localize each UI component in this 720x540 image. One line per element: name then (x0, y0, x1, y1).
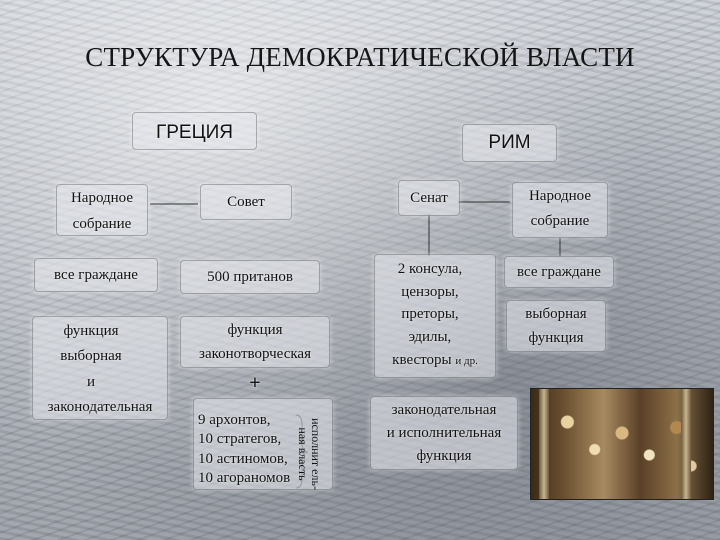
rome-magistrates-line5: квесторы и др. (374, 349, 496, 372)
greece-officials-line4: 10 агораномов (198, 468, 308, 488)
rome-magistrates-line1: 2 консула, (374, 258, 486, 280)
greece-council-function-line2: законотворческая (180, 343, 330, 365)
greece-officials-line3: 10 астиномов, (198, 449, 308, 469)
greece-assembly-function-line1: функция (32, 320, 150, 342)
rome-assembly-function-line2: функция (506, 327, 606, 349)
plus-sign: + (240, 372, 270, 394)
greece-assembly-function-line3: и (32, 371, 150, 393)
rome-function-line2: и исполнительная (370, 422, 518, 444)
painting-column (681, 389, 691, 499)
painting-column (539, 389, 549, 499)
greece-assembly-function-line2: выборная (32, 345, 150, 367)
rome-function-line1: законодательная (370, 399, 518, 421)
rome-assembly-members: все граждане (500, 261, 618, 283)
greece-exec-label-line1: исполнит ель- (309, 408, 322, 500)
rome-magistrates-line4: эдилы, (374, 326, 486, 348)
page-title: СТРУКТУРА ДЕМОКРАТИЧЕСКОЙ ВЛАСТИ (0, 42, 720, 73)
rome-assembly-function-line1: выборная (506, 303, 606, 325)
rome-assembly-name-line2: собрание (512, 210, 608, 232)
roman-senate-painting (530, 388, 714, 500)
rome-assembly-name-line1: Народное (512, 185, 608, 207)
rome-magistrates-quaestors: квесторы (392, 352, 451, 368)
greece-exec-label-line2: ная власть (296, 408, 309, 500)
greece-assembly-name-line1: Народное (56, 187, 148, 209)
rome-header: РИМ (462, 131, 557, 155)
greece-council-function-line1: функция (180, 319, 330, 341)
rome-function-line3: функция (370, 445, 518, 467)
greece-assembly-function-line4: законодательная (32, 396, 168, 418)
greece-officials-line2: 10 стратегов, (198, 429, 308, 449)
greece-assembly-name-line2: собрание (56, 213, 148, 235)
greece-council-members: 500 пританов (180, 266, 320, 288)
greece-exec-label: исполнит ель- ная власть (294, 408, 322, 500)
greece-council-name: Совет (200, 191, 292, 213)
greece-officials-line1: 9 архонтов, (198, 410, 308, 430)
rome-magistrates-line2: цензоры, (374, 281, 486, 303)
rome-magistrates-line3: преторы, (374, 303, 486, 325)
greece-header: ГРЕЦИЯ (132, 121, 257, 145)
rome-magistrates-etc: и др. (455, 355, 477, 367)
greece-assembly-members: все граждане (34, 264, 158, 286)
rome-senate-name: Сенат (398, 187, 460, 209)
